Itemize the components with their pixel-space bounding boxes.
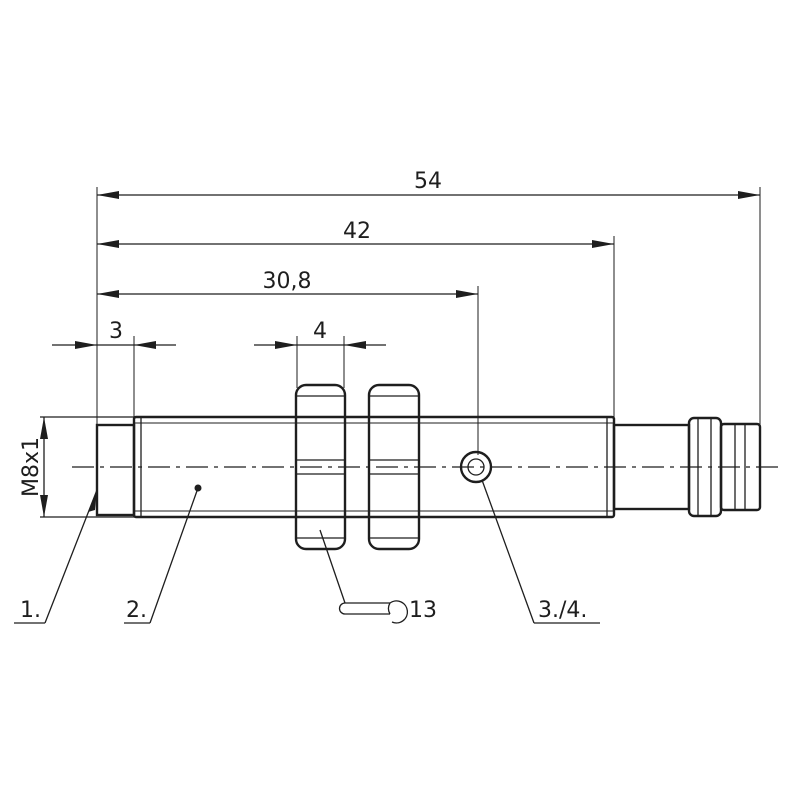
wrench-icon — [338, 600, 409, 624]
dimension-3: 3 — [52, 319, 176, 349]
callout-3-4: 3./4. — [481, 479, 600, 624]
dimension-4-label: 4 — [313, 319, 327, 344]
callout-wrench: 13 — [319, 529, 437, 624]
callout-1-label: 1. — [20, 598, 41, 623]
dimension-30-8-label: 30,8 — [263, 269, 312, 294]
dimension-thread: M8x1 — [19, 416, 136, 518]
extension-lines — [96, 187, 761, 455]
dimension-thread-label: M8x1 — [19, 437, 44, 497]
sensor-face — [95, 423, 136, 517]
dimension-30-8: 30,8 — [97, 269, 478, 298]
callout-2: 2. — [124, 487, 199, 624]
dimension-42: 42 — [97, 219, 614, 248]
dimension-3-label: 3 — [109, 319, 123, 344]
callout-1: 1. — [14, 489, 98, 624]
dimension-54: 54 — [97, 169, 760, 199]
callout-2-label: 2. — [126, 598, 147, 623]
dimension-54-label: 54 — [414, 169, 442, 194]
dimension-42-label: 42 — [343, 219, 371, 244]
sensor-body — [72, 383, 780, 551]
wrench-size-label: 13 — [409, 598, 437, 623]
callout-3-4-label: 3./4. — [538, 598, 587, 623]
dimension-4: 4 — [254, 319, 386, 349]
